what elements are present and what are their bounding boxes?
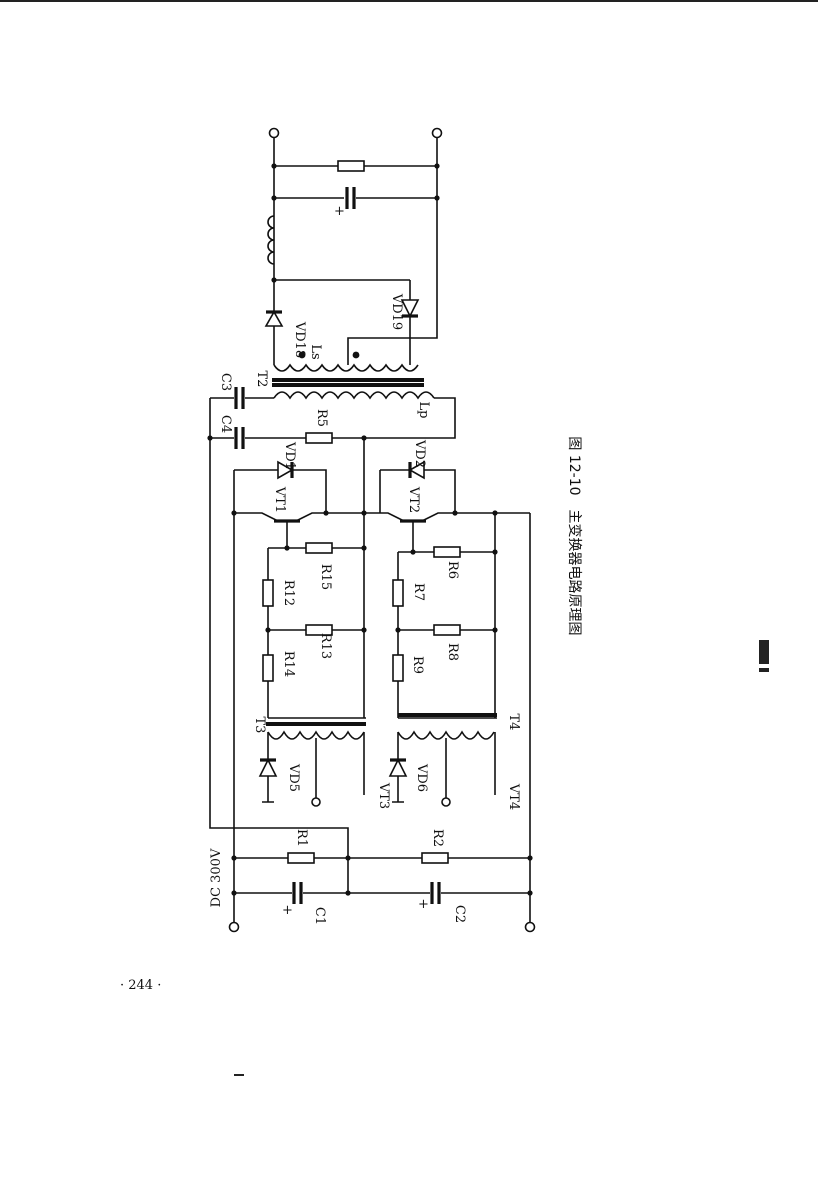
resistor-r15 [305, 542, 333, 554]
label-dc-input: DC 300V [209, 848, 224, 907]
label-r5: R5 [314, 409, 329, 427]
diode-vd18 [264, 310, 284, 327]
output-section: + VD18 VD19 [264, 127, 443, 365]
label-t2: T2 [254, 371, 269, 388]
label-plus-output: + [334, 204, 345, 219]
label-r12: R12 [281, 580, 296, 606]
page-number: · 244 · [120, 978, 162, 993]
diode-vd2 [408, 460, 425, 480]
resistor-r2 [421, 852, 449, 864]
page-top-edge [0, 0, 818, 2]
label-r13: R13 [318, 633, 333, 659]
label-ls: Ls [308, 344, 323, 359]
resistor-r8 [433, 624, 461, 636]
winding-ls [273, 363, 419, 372]
label-vd19: VD19 [389, 293, 404, 330]
label-plus-c2: + [418, 897, 429, 912]
resistor-r14 [262, 654, 274, 682]
label-vd5: VD5 [286, 763, 301, 792]
capacitor-output-filter [345, 187, 356, 209]
output-terminal-right[interactable] [431, 127, 443, 139]
capacitor-c3 [234, 387, 245, 409]
drive-transformer-t3: T3 VD5 VT3 [252, 717, 391, 810]
t2-core [272, 378, 424, 387]
label-c3: C3 [218, 373, 233, 391]
input-terminal-right[interactable] [524, 921, 536, 933]
diode-vd1 [277, 460, 294, 480]
capacitor-c4 [234, 427, 245, 449]
input-section: DC 300V R1 R2 + C1 + C2 [209, 513, 536, 933]
label-vt1: VT1 [272, 486, 287, 513]
resistor-r9 [392, 654, 404, 682]
diode-vd6 [388, 758, 408, 777]
label-r15: R15 [318, 564, 333, 590]
label-vd1: VD1 [282, 441, 297, 470]
input-terminal-left[interactable] [228, 921, 240, 933]
transformer-t2: Ls Lp T2 [254, 344, 456, 439]
label-lp: Lp [416, 402, 431, 419]
terminal-t4-mid[interactable] [441, 797, 451, 807]
resistor-r13 [305, 624, 333, 636]
switch-vt1-section: VD1 VT1 R15 R12 R13 R14 [231, 438, 367, 718]
switch-vt2-section: VD2 VT2 R6 R7 R8 R9 [364, 439, 530, 718]
label-r7: R7 [411, 583, 426, 601]
label-t3: T3 [252, 717, 267, 734]
diode-vd5 [258, 758, 278, 777]
label-vt3-t3: VT3 [376, 782, 391, 809]
resistor-r6 [433, 546, 461, 558]
label-r2: R2 [430, 829, 445, 847]
coupling-section: C3 C4 R5 [207, 373, 367, 858]
label-c1: C1 [312, 907, 327, 925]
terminal-t3-mid[interactable] [311, 797, 321, 807]
label-vd2: VD2 [412, 439, 427, 468]
resistor-output-load [337, 160, 365, 172]
winding-lp [273, 391, 435, 400]
label-r8: R8 [445, 643, 460, 661]
label-r1: R1 [294, 829, 309, 847]
binding-mark [757, 638, 771, 678]
drive-transformer-t4: T4 VD6 VT4 [388, 713, 521, 810]
label-c2: C2 [452, 905, 467, 923]
resistor-r5 [305, 432, 333, 444]
capacitor-c2 [430, 882, 441, 904]
label-vt2: VT2 [406, 486, 421, 513]
resistor-r12 [262, 579, 274, 607]
label-t4: T4 [506, 714, 521, 731]
resistor-r1 [287, 852, 315, 864]
label-r9: R9 [410, 656, 425, 674]
label-plus-c1: + [282, 903, 293, 918]
inductor-output-choke [267, 215, 275, 265]
label-r14: R14 [281, 651, 296, 677]
output-terminal-left[interactable] [268, 127, 280, 139]
resistor-r7 [392, 579, 404, 607]
label-vd6: VD6 [414, 763, 429, 792]
label-r6: R6 [445, 561, 460, 579]
label-c4: C4 [218, 415, 233, 433]
label-vd18: VD18 [292, 321, 307, 358]
figure-caption: 图 12-10 主变换器电路原理图 [566, 436, 583, 635]
label-vt4-t4: VT4 [506, 783, 521, 810]
capacitor-c1 [292, 882, 303, 904]
diode-vd19 [400, 299, 420, 318]
print-mark [234, 1074, 244, 1076]
